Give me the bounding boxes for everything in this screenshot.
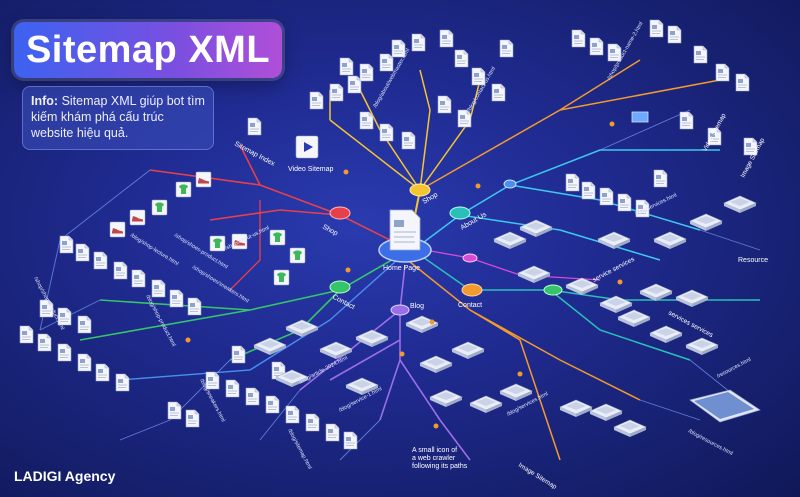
label-shop-left: Shop [321, 224, 339, 238]
node-magenta [462, 253, 478, 263]
title-card: Sitemap XML [14, 22, 282, 78]
crawler-icons [185, 121, 623, 429]
node-about-us[interactable] [449, 206, 471, 220]
label-image-sitemap-bottom: Image Sitemap [517, 462, 558, 491]
label-video-sitemap-left: Video Sitemap [288, 166, 334, 173]
svg-text:/blog/article-2024.html: /blog/article-2024.html [298, 355, 349, 386]
label-resource: Resource [738, 257, 768, 264]
label-sitemap-index: Sitemap Index [233, 141, 276, 168]
node-shop-left[interactable] [329, 206, 351, 220]
doc-cluster-upper-right [571, 19, 750, 130]
label-blog: Blog [410, 303, 424, 310]
agency-name: LADIGI Agency [14, 468, 116, 484]
svg-text:/shop/shop-product.html: /shop/shop-product.html [32, 276, 65, 331]
info-text: Sitemap XML giúp bot tìm kiếm khám phá c… [31, 94, 205, 140]
info-label: Info: [31, 94, 59, 108]
video-play-icon [295, 135, 319, 159]
svg-text:/blog/shop-lecture.html: /blog/shop-lecture.html [129, 233, 179, 268]
resource-monitor [689, 389, 761, 423]
svg-text:/blog/resources.html: /blog/resources.html [687, 428, 734, 457]
node-blog[interactable] [390, 304, 410, 316]
node-services[interactable] [543, 284, 563, 296]
svg-text:/shop/about-us.html: /shop/about-us.html [224, 225, 270, 252]
label-contact-center: Contact [458, 302, 482, 309]
info-card: Info: Sitemap XML giúp bot tìm kiếm khám… [22, 86, 214, 150]
archive-box-icon [631, 111, 649, 123]
node-about-us-2 [503, 179, 517, 189]
node-contact-left[interactable] [329, 280, 351, 294]
label-video-sitemap-right: Video Sitemap [702, 112, 728, 153]
svg-text:/shop/shoes/sneakers.html: /shop/shoes/sneakers.html [191, 265, 250, 305]
svg-text:/blog/sitemap.html: /blog/sitemap.html [286, 428, 312, 470]
svg-text:/resources.html: /resources.html [716, 357, 752, 380]
node-shop-top[interactable] [409, 183, 431, 197]
label-home-page: Home Page [383, 265, 420, 272]
node-contact-center[interactable] [461, 283, 483, 297]
page-title: Sitemap XML [25, 28, 271, 71]
crawler-note-text: A small icon of [412, 447, 457, 454]
product-thumbnails [109, 171, 306, 286]
home-page-doc [378, 209, 432, 263]
label-service-services: service services [592, 256, 637, 284]
